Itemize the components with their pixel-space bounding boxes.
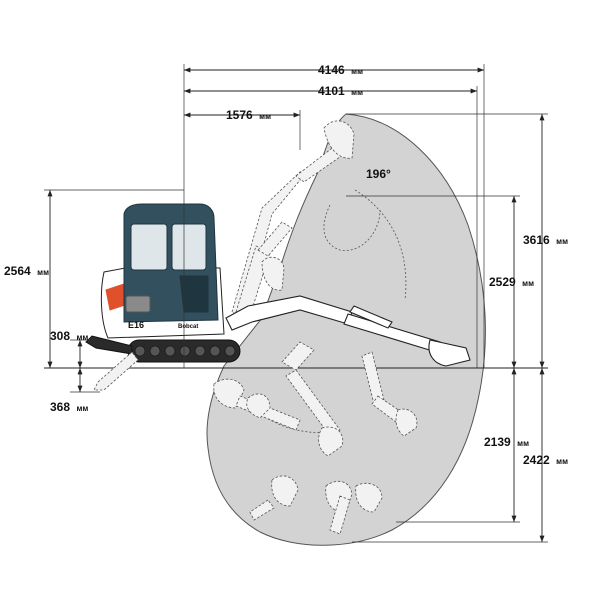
arm-ghost-mid (235, 221, 293, 317)
dimension-arrowhead (184, 112, 191, 118)
dimension-4101: 4101 мм (184, 82, 477, 99)
cab-window-front (130, 223, 168, 271)
svg-text:2529 мм: 2529 мм (489, 273, 534, 290)
dimension-arrowhead (539, 361, 545, 368)
track-roller (179, 345, 191, 357)
dimension-2564: 2564 мм (4, 190, 51, 368)
dimension-4146: 4146 мм (184, 61, 484, 78)
track-roller (164, 345, 176, 357)
dimension-arrowhead (539, 114, 545, 121)
dimension-1576-value: 1576 (226, 108, 253, 122)
svg-text:4146 мм: 4146 мм (318, 61, 363, 78)
svg-text:2139 мм: 2139 мм (484, 433, 529, 450)
svg-text:308 мм: 308 мм (50, 327, 88, 344)
arm-cylinder (349, 305, 393, 329)
cab-window-side (171, 223, 207, 271)
dimension-2529-unit: мм (522, 279, 534, 288)
dimension-arrowhead (77, 361, 83, 368)
dimension-arrowhead (47, 190, 53, 197)
dimension-2139-unit: мм (517, 439, 529, 448)
dimension-308-value: 308 (50, 329, 70, 343)
dimension-308-unit: мм (76, 333, 88, 342)
dimension-arrowhead (511, 196, 517, 203)
dimension-arrowhead (477, 67, 484, 73)
dimension-arrowhead (47, 361, 53, 368)
dimension-2139: 2139 мм (484, 368, 529, 522)
dimension-2564-value: 2564 (4, 264, 31, 278)
svg-text:3616 мм: 3616 мм (523, 231, 568, 248)
dimension-arrowhead (539, 368, 545, 375)
bucket-rotation-label: 196° (366, 167, 391, 181)
dimension-arrowheads (47, 67, 545, 542)
track-roller (149, 345, 161, 357)
dimension-4146-unit: мм (351, 67, 363, 76)
dimension-308: 308 мм (50, 327, 88, 368)
arm-ghost-depth-1 (281, 341, 344, 457)
svg-text:2564 мм: 2564 мм (4, 262, 49, 279)
bucket-curl-arc (323, 204, 381, 251)
dimension-3616-unit: мм (556, 237, 568, 246)
dimension-2529: 2529 мм (489, 196, 534, 368)
track-roller (194, 345, 206, 357)
dimension-2422-value: 2422 (523, 453, 550, 467)
dimension-arrowhead (184, 67, 191, 73)
reach-arc (354, 189, 407, 301)
dimension-368: 368 мм (50, 368, 88, 415)
track-roller (209, 345, 221, 357)
dimension-arrowhead (511, 368, 517, 375)
svg-text:1576 мм: 1576 мм (226, 106, 271, 123)
dimension-2422: 2422 мм (523, 368, 568, 542)
dozer-blade (85, 335, 133, 355)
dimension-2422-unit: мм (556, 457, 568, 466)
arm-ghost-bottom-3 (355, 482, 383, 513)
model-label: E16 (128, 320, 144, 330)
track-rollers (134, 345, 236, 357)
dimension-368-value: 368 (50, 400, 70, 414)
svg-text:4101 мм: 4101 мм (318, 82, 363, 99)
dimension-arrowhead (511, 361, 517, 368)
dimension-368-unit: мм (76, 404, 88, 413)
dimension-2139-value: 2139 (484, 435, 511, 449)
dimension-arrowhead (470, 88, 477, 94)
dimension-4146-value: 4146 (318, 63, 345, 77)
cab-side-panel (125, 295, 151, 313)
brand-label: Bobcat (178, 324, 198, 330)
dimension-arrowhead (293, 112, 300, 118)
dimension-2564-unit: мм (37, 268, 49, 277)
dimension-arrowhead (77, 368, 83, 375)
dimension-arrowhead (77, 385, 83, 392)
track-roller (134, 345, 146, 357)
track-roller (224, 345, 236, 357)
working-envelope (206, 113, 486, 546)
dimension-3616: 3616 мм (523, 114, 568, 368)
svg-text:368 мм: 368 мм (50, 398, 88, 415)
dimension-1576: 1576 мм (184, 106, 300, 123)
dimension-arrowhead (539, 535, 545, 542)
dimension-2529-value: 2529 (489, 275, 516, 289)
dimension-4101-unit: мм (351, 88, 363, 97)
dimension-arrowhead (511, 515, 517, 522)
dimension-3616-value: 3616 (523, 233, 550, 247)
arm-ghost-depth-3 (361, 351, 418, 437)
cab-door (179, 275, 209, 313)
arm-ghost-bottom-2 (325, 480, 353, 535)
arm-ghost-depth-2 (213, 378, 301, 431)
svg-text:2422 мм: 2422 мм (523, 451, 568, 468)
dimension-arrowhead (184, 88, 191, 94)
dimension-4101-value: 4101 (318, 84, 345, 98)
arm-bucket (428, 339, 471, 367)
dozer-blade-lowered (93, 351, 139, 391)
dimension-1576-unit: мм (259, 112, 271, 121)
dimension-arrowhead (77, 340, 83, 347)
arm-ghost-bottom-1 (249, 475, 299, 521)
